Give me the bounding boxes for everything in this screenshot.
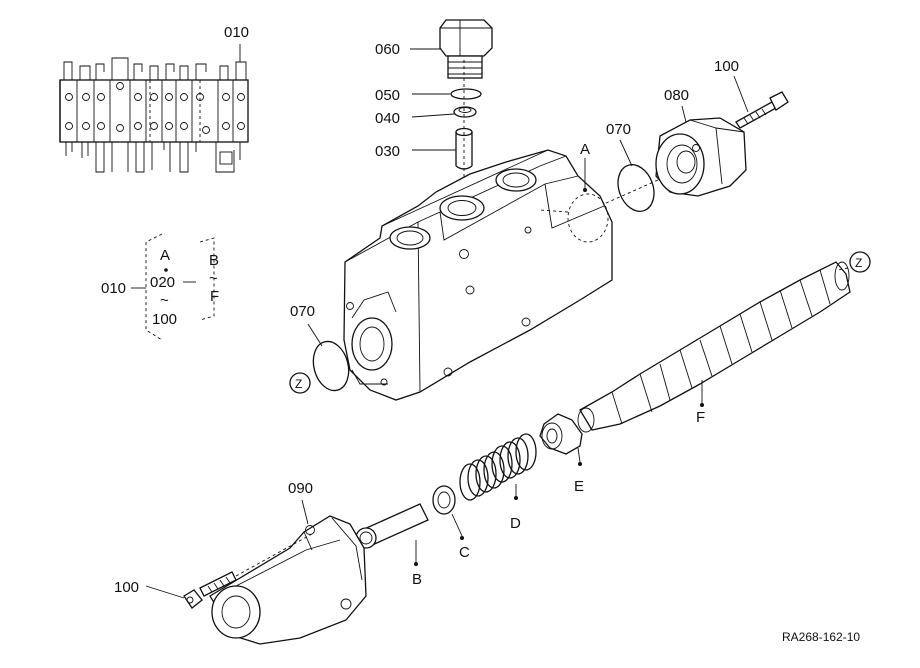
legend-tilde-2: ~ bbox=[209, 270, 218, 287]
legend-label-020: 020 bbox=[150, 274, 175, 291]
plug-assembly: 060 050 040 030 bbox=[375, 19, 493, 198]
bolt-100-right: 100 bbox=[714, 58, 789, 129]
collar-e: E bbox=[539, 413, 584, 495]
end-cap-080: 080 bbox=[603, 87, 747, 205]
valve-stack-assembly: 010 bbox=[59, 24, 249, 173]
washer-c: C bbox=[432, 485, 470, 561]
o-ring-070-right: 070 bbox=[606, 121, 655, 212]
legend-letter-a: A bbox=[160, 247, 170, 264]
spool-f: Z F bbox=[577, 251, 871, 433]
part-label-070-left: 070 bbox=[290, 303, 315, 320]
part-label-050: 050 bbox=[375, 87, 400, 104]
part-label-100-right: 100 bbox=[714, 58, 739, 75]
legend-letter-f: F bbox=[210, 288, 219, 305]
kit-legend-bracket: 010 A 020 ~ 100 B ~ F bbox=[101, 233, 219, 341]
spring-housing-090: 090 bbox=[209, 480, 367, 645]
legend-label-100: 100 bbox=[152, 311, 177, 328]
letter-label-c: C bbox=[459, 544, 470, 561]
letter-label-b: B bbox=[412, 571, 422, 588]
part-label-030: 030 bbox=[375, 143, 400, 160]
ref-z-right: Z bbox=[855, 256, 862, 270]
part-label-010: 010 bbox=[224, 24, 249, 41]
o-ring-070-left: 070 Z bbox=[289, 303, 350, 394]
part-label-070-right: 070 bbox=[606, 121, 631, 138]
pin-b: B bbox=[355, 503, 429, 588]
part-label-080: 080 bbox=[664, 87, 689, 104]
letter-label-e: E bbox=[574, 478, 584, 495]
letter-label-d: D bbox=[510, 515, 521, 532]
legend-label-010: 010 bbox=[101, 280, 126, 297]
ref-z-left: Z bbox=[295, 377, 302, 391]
part-label-100-left: 100 bbox=[114, 579, 139, 596]
part-label-090: 090 bbox=[288, 480, 313, 497]
spring-d: D bbox=[459, 433, 537, 532]
letter-label-f: F bbox=[696, 409, 705, 426]
letter-label-a: A bbox=[580, 141, 590, 158]
legend-tilde-1: ~ bbox=[160, 292, 169, 309]
figure-code: RA268-162-10 bbox=[782, 630, 860, 644]
part-label-060: 060 bbox=[375, 41, 400, 58]
bolt-100-left: 100 bbox=[114, 533, 313, 609]
legend-letter-b: B bbox=[209, 252, 219, 269]
valve-body bbox=[343, 149, 613, 401]
part-label-040: 040 bbox=[375, 110, 400, 127]
